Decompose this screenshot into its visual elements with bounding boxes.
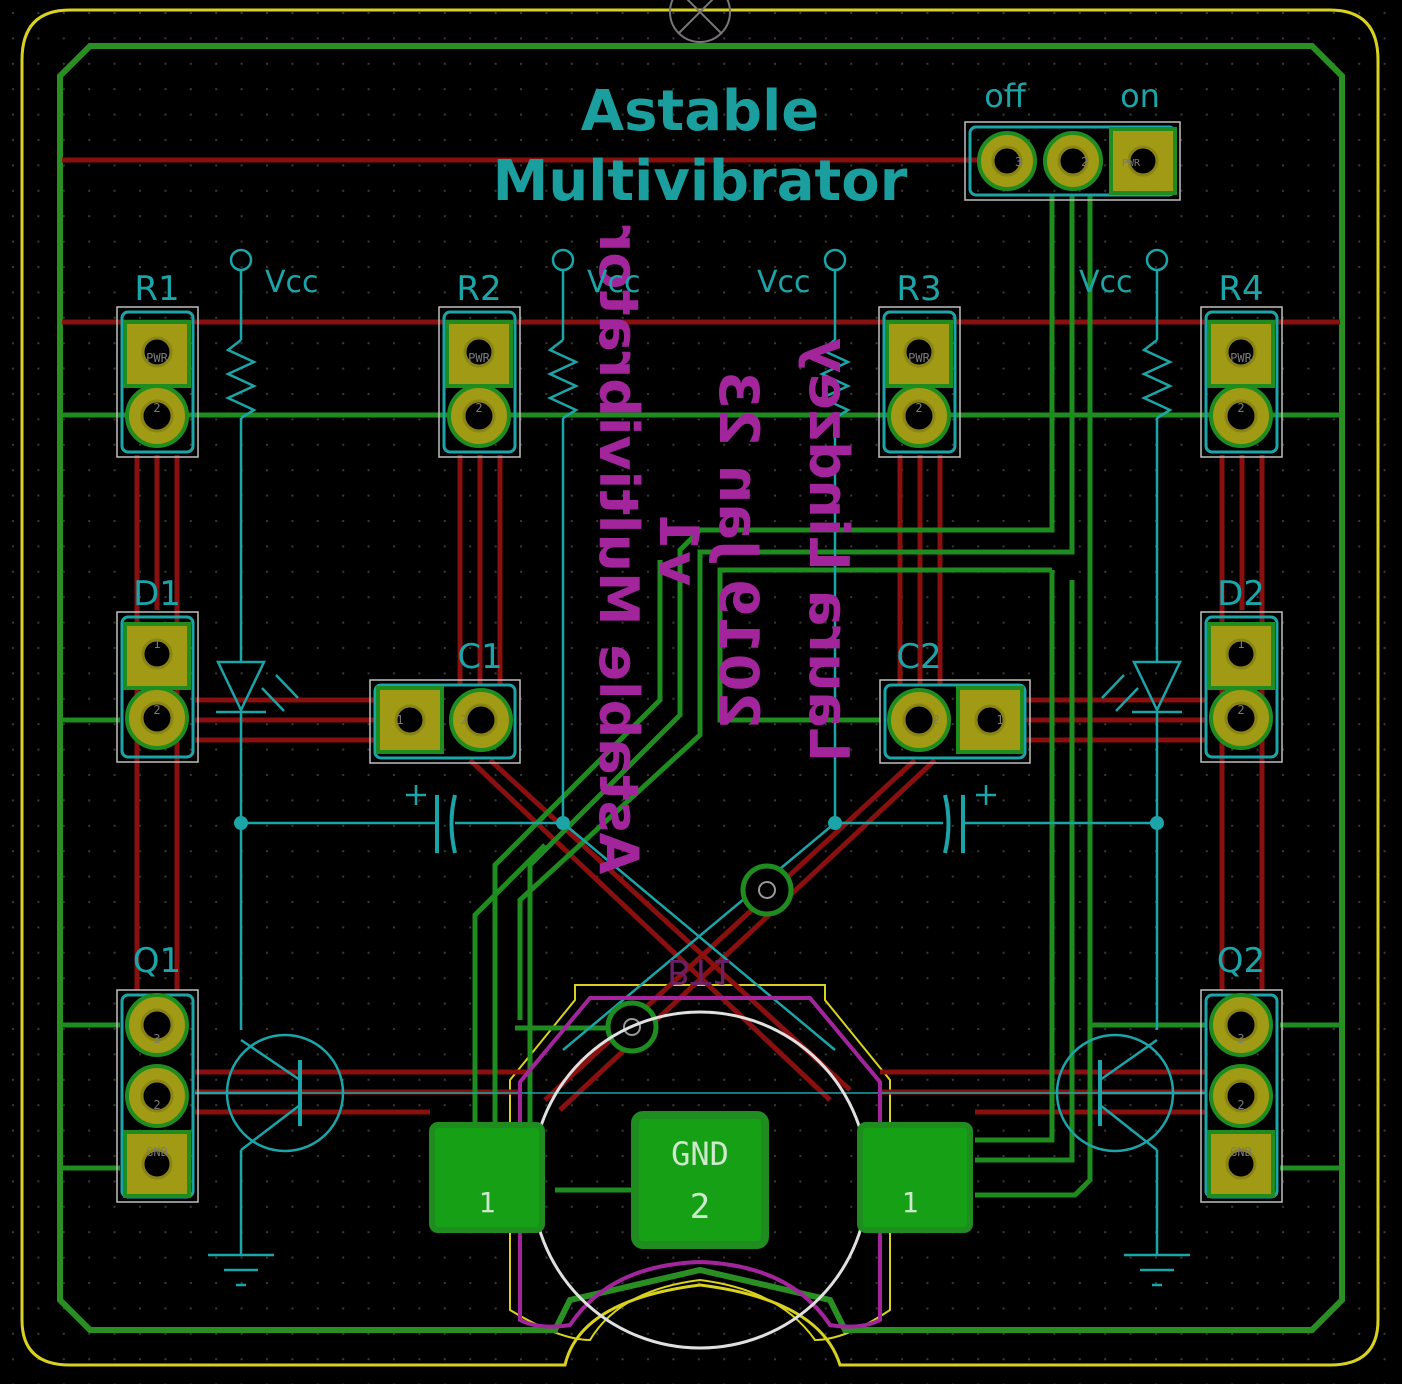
via-1 [740, 863, 794, 917]
vcc-label-2: Vcc [587, 265, 641, 300]
r3-pad-net: PWR [908, 351, 930, 365]
switch-off-label: off [984, 77, 1027, 115]
vcc-label-1: Vcc [265, 265, 319, 300]
q1-pad-net: GND [146, 1145, 168, 1159]
battery-holder-bt1: GND 2 1 1 BT1 [429, 951, 973, 1350]
q2-pad3-number: 3 [1237, 1032, 1244, 1046]
q1-pad3-number: 3 [153, 1032, 160, 1046]
bt1-label: BT1 [667, 951, 733, 991]
q2-label: Q2 [1217, 941, 1265, 981]
schematic-overlay [195, 248, 1205, 1287]
footprint-r2[interactable]: PWR 2 R2 [438, 269, 521, 458]
switch-on-label: on [1120, 77, 1160, 115]
board-title-line2: Multivibrator [493, 149, 908, 214]
origin-marker [669, 0, 731, 43]
d2-label: D2 [1217, 574, 1265, 614]
footprint-d2[interactable]: 1 2 D2 [1200, 574, 1283, 763]
q1-pad2-number: 2 [153, 1098, 160, 1112]
d1-pad2-number: 2 [153, 703, 160, 717]
r4-pad2-number: 2 [1237, 401, 1244, 415]
battery-center-pad-number: 2 [690, 1187, 710, 1227]
c2-pad2-number: 2 [932, 713, 939, 727]
footprint-r4[interactable]: PWR 2 R4 [1200, 269, 1283, 458]
d1-label: D1 [133, 574, 181, 614]
d1-pad1-number: 1 [153, 637, 160, 651]
battery-left-pad-number: 1 [479, 1186, 496, 1219]
c1-label: C1 [457, 637, 502, 677]
vcc-labels: Vcc Vcc Vcc Vcc [265, 265, 1133, 300]
d2-pad1-number: 1 [1237, 637, 1244, 651]
r3-label: R3 [896, 269, 941, 309]
q2-pad2-number: 2 [1237, 1098, 1244, 1112]
battery-pad-left [429, 1122, 545, 1233]
vcc-label-3: Vcc [757, 265, 811, 300]
r1-label: R1 [134, 269, 179, 309]
r1-pad-net: PWR [146, 351, 168, 365]
footprint-r1[interactable]: PWR 2 R1 [116, 269, 199, 458]
switch-pad-1-net: PWR [1122, 158, 1141, 169]
r2-pad2-number: 2 [475, 401, 482, 415]
c1-pad2-number: 2 [460, 713, 467, 727]
footprint-d1[interactable]: 1 2 D1 [116, 574, 199, 763]
front-copper-layer [62, 195, 1340, 1198]
back-author: Laura Lindzey [797, 338, 860, 762]
d2-pad2-number: 2 [1237, 703, 1244, 717]
r4-pad-net: PWR [1230, 351, 1252, 365]
battery-right-pad-number: 1 [902, 1186, 919, 1219]
board-outline [20, 8, 1380, 1367]
back-silkscreen-text: Astable Multivibrator v1 2019 Jan 23 Lau… [587, 225, 860, 874]
footprint-c2[interactable]: 2 1 C2 [879, 637, 1031, 764]
vcc-label-4: Vcc [1079, 265, 1133, 300]
footprint-c1[interactable]: 1 2 C1 [369, 637, 521, 764]
back-title: Astable Multivibrator [587, 225, 650, 874]
ground-pour-outline [57, 43, 1345, 1333]
r1-pad2-number: 2 [153, 401, 160, 415]
footprint-r3[interactable]: PWR 2 R3 [878, 269, 961, 458]
switch-pad-2-number: 2 [1081, 155, 1088, 169]
back-version: v1 [647, 514, 710, 587]
power-switch[interactable]: 3 2 PWR off on [964, 77, 1181, 201]
r2-label: R2 [456, 269, 501, 309]
footprint-q1[interactable]: 3 2 GND Q1 [116, 941, 199, 1203]
c2-pad1-number: 1 [996, 713, 1003, 727]
battery-gnd-label: GND [671, 1135, 729, 1173]
r4-label: R4 [1218, 269, 1263, 309]
q1-label: Q1 [133, 941, 181, 981]
back-date: 2019 Jan 23 [707, 371, 770, 729]
q2-pad-net: GND [1230, 1145, 1252, 1159]
switch-pad-3-number: 3 [1015, 155, 1022, 169]
board-title-line1: Astable [581, 79, 820, 144]
c1-pad1-number: 1 [396, 713, 403, 727]
r3-pad2-number: 2 [915, 401, 922, 415]
footprint-q2[interactable]: 3 2 GND Q2 [1200, 941, 1283, 1203]
battery-pad-center [631, 1111, 769, 1249]
battery-pad-right [857, 1122, 973, 1233]
r2-pad-net: PWR [468, 351, 490, 365]
schematic-junctions [234, 816, 1164, 830]
c2-label: C2 [896, 637, 941, 677]
